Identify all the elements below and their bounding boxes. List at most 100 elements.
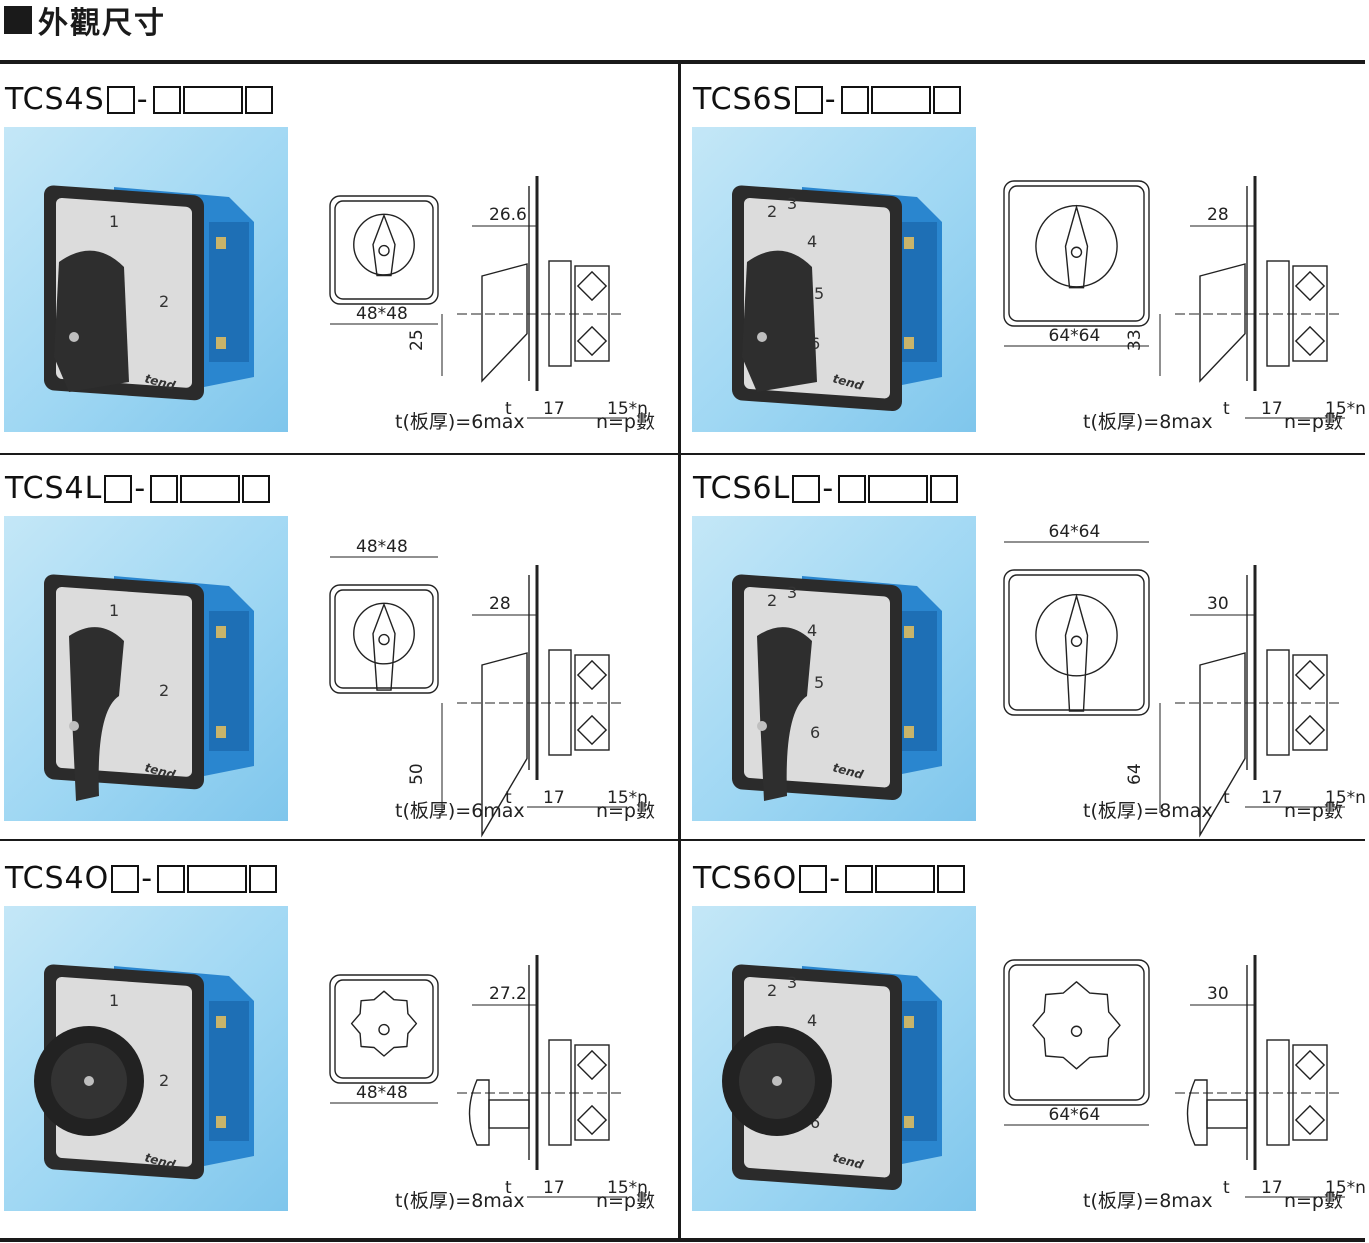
contact-diamond (1294, 1104, 1326, 1136)
t-label: t (505, 788, 512, 808)
code-option-box (249, 864, 278, 893)
dial-number: 1 (109, 212, 119, 231)
row-divider-2 (0, 839, 1365, 841)
contact-diamond (1294, 714, 1326, 746)
code-option-box (868, 474, 929, 503)
handle-outline (1064, 593, 1089, 712)
shaft-side (488, 1099, 530, 1129)
contact-diamond (576, 270, 608, 302)
header-square-icon (4, 6, 32, 34)
depth-dimension-label: 30 (1207, 984, 1229, 1004)
contact-diamond (576, 659, 608, 691)
pole-count-note: n=p數 (595, 800, 655, 822)
depth-dimension-label: 28 (489, 594, 511, 614)
contact-diamond (1294, 270, 1326, 302)
dial-number: 2 (767, 981, 777, 1000)
pitch-dimension-label: 15*n (607, 1178, 648, 1198)
screw-icon (69, 332, 79, 342)
code-separator: - (141, 861, 154, 896)
terminal-screw (904, 337, 914, 349)
pole-count-note: n=p數 (595, 1190, 655, 1212)
handle-side (1199, 652, 1246, 838)
face-dimension-label: 64*64 (1049, 1105, 1101, 1125)
pitch-dimension-label: 15*n (1325, 788, 1366, 808)
terminal-screw (216, 1016, 226, 1028)
pole-count-note: n=p數 (1283, 1190, 1343, 1212)
code-option-box (870, 85, 931, 114)
code-option-box (875, 864, 936, 893)
t-label: t (505, 399, 512, 419)
front-view (1003, 959, 1150, 1106)
pole-count-note: n=p數 (1283, 800, 1343, 822)
terminal-screw (904, 726, 914, 738)
terminal-screw (216, 1116, 226, 1128)
terminal-block (897, 222, 937, 362)
dial-number: 2 (767, 202, 777, 221)
row-divider-1 (0, 453, 1365, 455)
screw-icon (84, 1076, 94, 1086)
code-option-box (150, 474, 179, 503)
dial-number: 3 (787, 973, 797, 992)
thickness-note: t(板厚)=8max (395, 1190, 525, 1212)
shaft-circle (378, 244, 390, 257)
handle-long (757, 627, 812, 801)
model-code-prefix: TCS6S (693, 82, 793, 117)
knob-outline (350, 990, 418, 1057)
terminal-screw (904, 1016, 914, 1028)
contact-diamond (1294, 659, 1326, 691)
code-separator: - (136, 82, 149, 117)
terminal-block (209, 1001, 249, 1141)
face-dimension-label: 48*48 (356, 537, 408, 557)
front-view-inner (1008, 185, 1145, 322)
dial-number: 5 (814, 673, 824, 692)
knob-side (1186, 1079, 1208, 1146)
handle-long (69, 627, 124, 801)
front-view-inner (334, 979, 434, 1079)
handle-outline (372, 602, 396, 691)
model-code: TCS6O- (693, 861, 966, 896)
code-option-box (838, 474, 867, 503)
front-view (1003, 180, 1150, 327)
terminal-screw (216, 726, 226, 738)
model-code: TCS4S- (5, 82, 273, 117)
thickness-note: t(板厚)=6max (395, 800, 525, 822)
pitch-dimension-label: 15*n (607, 399, 648, 419)
front-view (329, 195, 439, 305)
handle-short (742, 250, 817, 392)
model-code: TCS4L- (5, 471, 271, 506)
terminal-block (209, 611, 249, 751)
code-option-box (792, 474, 821, 503)
dial-number: 5 (814, 284, 824, 303)
knob-outline (1032, 981, 1121, 1070)
t-label: t (1223, 788, 1230, 808)
code-separator: - (824, 82, 837, 117)
dial-number: 6 (810, 723, 820, 742)
spec-note: t(板厚)=6max n=p數 (395, 796, 655, 823)
code-option-box (157, 864, 186, 893)
code-option-box (244, 85, 273, 114)
t-label: t (505, 1178, 512, 1198)
knob-side (468, 1079, 490, 1146)
column-divider (678, 64, 681, 1240)
shaft-circle (378, 1023, 390, 1036)
thickness-note: t(板厚)=8max (1083, 800, 1213, 822)
screw-icon (772, 1076, 782, 1086)
code-option-box (845, 864, 874, 893)
screw-icon (757, 332, 767, 342)
